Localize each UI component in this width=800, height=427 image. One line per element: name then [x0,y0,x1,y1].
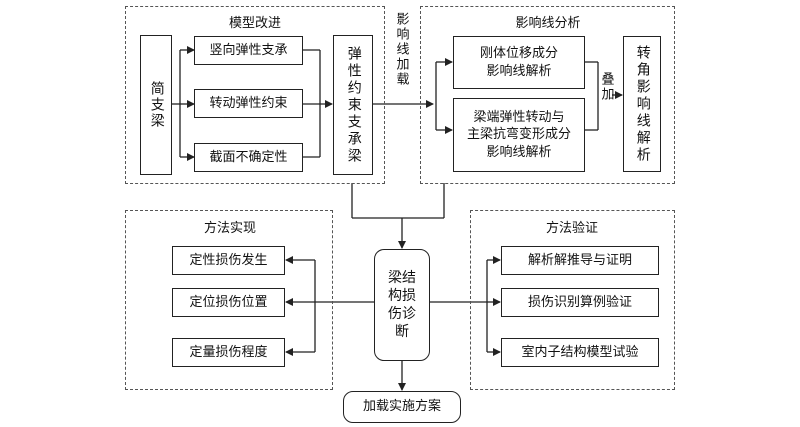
vertical-support-box: 竖向弹性支承 [194,36,303,65]
method-implementation-title: 方法实现 [180,217,280,236]
simple-beam-box: 简支梁 [140,35,172,175]
diagnosis-box: 梁结构损伤诊断 [374,249,430,361]
end-rotation-box: 梁端弹性转动与 主梁抗弯变形成分 影响线解析 [453,98,585,172]
rotation-angle-label: 转角影响线解析 [634,44,651,164]
model-test-label: 室内子结构模型试验 [521,344,639,360]
superposition-label: 叠加 [598,72,614,102]
loading-plan-box: 加载实施方案 [343,391,461,423]
influence-analysis-title: 影响线分析 [488,12,608,31]
uncertain-section-label: 截面不确定性 [209,149,288,165]
numerical-verification-label: 损伤识别算例验证 [527,294,632,310]
damage-location-box: 定位损伤位置 [172,288,285,317]
rigid-body-label: 刚体位移成分 影响线解析 [479,45,558,79]
rigid-body-box: 刚体位移成分 影响线解析 [453,36,585,89]
derivation-box: 解析解推导与证明 [501,246,659,275]
diagnosis-label: 梁结构损伤诊断 [388,269,416,341]
influence-analysis-group [420,6,675,184]
elastic-beam-label: 弹性约束支承梁 [345,45,362,165]
rotational-constraint-box: 转动弹性约束 [194,89,303,118]
rotation-angle-box: 转角影响线解析 [623,36,661,172]
qualitative-damage-label: 定性损伤发生 [189,252,268,268]
model-improvement-group [125,6,385,184]
model-test-box: 室内子结构模型试验 [501,338,659,367]
method-implementation-group [125,210,333,390]
damage-quantify-label: 定量损伤程度 [189,344,268,360]
numerical-verification-box: 损伤识别算例验证 [501,288,659,317]
method-verification-title: 方法验证 [522,217,622,236]
damage-location-label: 定位损伤位置 [189,294,268,310]
end-rotation-label: 梁端弹性转动与 主梁抗弯变形成分 影响线解析 [466,109,571,160]
simple-beam-label: 简支梁 [148,81,165,129]
derivation-label: 解析解推导与证明 [527,252,632,268]
loading-plan-label: 加载实施方案 [362,399,441,415]
elastic-beam-box: 弹性约束支承梁 [333,35,373,175]
qualitative-damage-box: 定性损伤发生 [172,246,285,275]
method-verification-group [470,210,675,390]
uncertain-section-box: 截面不确定性 [194,143,303,172]
damage-quantify-box: 定量损伤程度 [172,338,285,367]
model-improvement-title: 模型改进 [205,12,305,31]
rotational-constraint-label: 转动弹性约束 [209,95,288,111]
influence-loading-label: 影响线加载 [393,12,409,87]
vertical-support-label: 竖向弹性支承 [209,42,288,58]
